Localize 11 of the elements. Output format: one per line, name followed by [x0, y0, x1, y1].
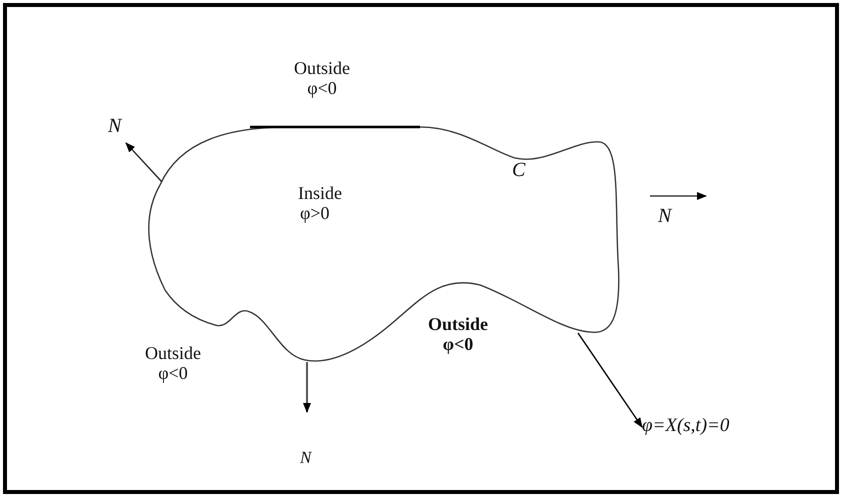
region-label: N [658, 206, 672, 226]
region-label: φ>0 [300, 204, 330, 222]
level-set-equation: φ=X(s,t)=0 [642, 415, 792, 437]
region-label: C [512, 160, 526, 180]
region-label: Outside φ<0 [293, 58, 351, 98]
region-label: Inside [298, 184, 342, 202]
region-label: N [108, 116, 122, 136]
region-label: Outside φ<0 [144, 343, 202, 383]
arrow [577, 332, 643, 428]
region-label: N [300, 448, 312, 468]
region-label: Outside φ<0 [426, 314, 489, 354]
